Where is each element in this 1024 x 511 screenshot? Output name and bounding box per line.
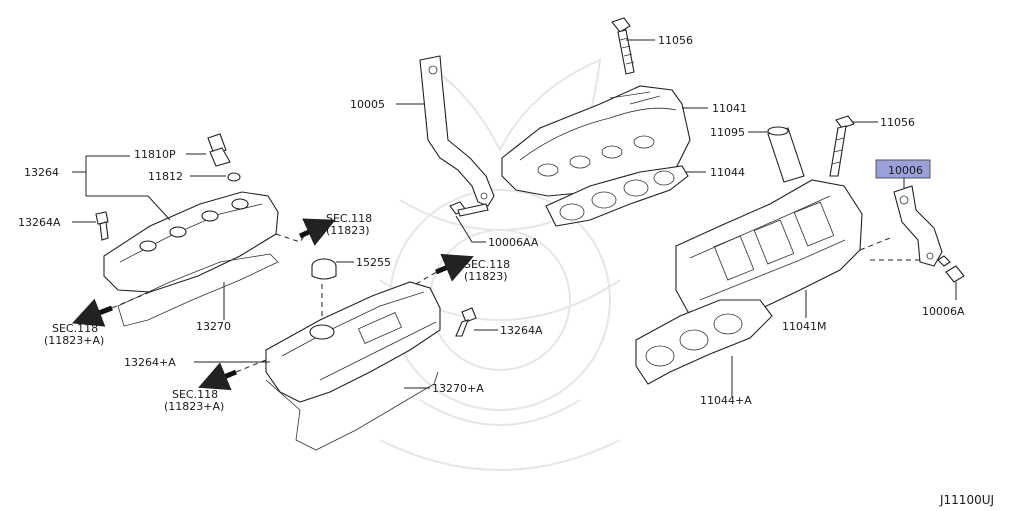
- label-10006a: 10006A: [922, 305, 965, 318]
- cylinder-head-11041m[interactable]: [675, 179, 863, 323]
- pcv-valve-11810p[interactable]: [207, 133, 231, 167]
- valve-cover-13264plusa[interactable]: [265, 281, 441, 403]
- sec-ref-mid-line2: (11823): [464, 270, 508, 283]
- bolt-11056-right[interactable]: [829, 115, 855, 177]
- sec-ref-bottom-line1: SEC.118: [172, 388, 218, 401]
- sec-ref-top-line1: SEC.118: [326, 212, 372, 225]
- label-11044plusa: 11044+A: [700, 394, 752, 407]
- cylinder-head-11041[interactable]: [501, 85, 691, 197]
- sec-ref-mid-line1: SEC.118: [464, 258, 510, 271]
- label-13264a-left: 13264A: [18, 216, 61, 229]
- sec-ref-left-line2: (11823+A): [44, 334, 104, 347]
- label-10006: 10006: [888, 164, 923, 177]
- bolt-13264a-left[interactable]: [95, 211, 109, 241]
- bracket-10006[interactable]: [893, 185, 943, 267]
- label-11810p: 11810P: [134, 148, 176, 161]
- label-11056-top: 11056: [658, 34, 693, 47]
- oil-filler-cap-15255[interactable]: [311, 258, 337, 280]
- label-11041m: 11041M: [782, 320, 826, 333]
- label-13270plusa: 13270+A: [432, 382, 484, 395]
- bolt-11056-top[interactable]: [611, 17, 635, 75]
- label-11812: 11812: [148, 170, 183, 183]
- label-10005: 10005: [350, 98, 385, 111]
- label-13264a-mid: 13264A: [500, 324, 543, 337]
- sec-ref-bottom-line2: (11823+A): [164, 400, 224, 413]
- bolt-13264a-mid[interactable]: [455, 307, 477, 337]
- o-ring-11812[interactable]: [227, 172, 241, 182]
- label-11041: 11041: [712, 102, 747, 115]
- label-11044: 11044: [710, 166, 745, 179]
- label-11095: 11095: [710, 126, 745, 139]
- label-13264: 13264: [24, 166, 59, 179]
- valve-cover-13264[interactable]: [103, 191, 279, 293]
- highlight-box-10006: [875, 159, 931, 179]
- head-gasket-11044a[interactable]: [635, 299, 773, 385]
- bracket-10005[interactable]: [419, 55, 495, 207]
- label-13270: 13270: [196, 320, 231, 333]
- sec-ref-left-line1: SEC.118: [52, 322, 98, 335]
- label-10006aa: 10006AA: [488, 236, 539, 249]
- valve-cover-gasket-13270[interactable]: [117, 253, 279, 327]
- label-13264plusa: 13264+A: [124, 356, 176, 369]
- diagram-code: J11100UJ: [939, 493, 994, 507]
- label-11056-right: 11056: [880, 116, 915, 129]
- dowel-11095[interactable]: [767, 126, 805, 183]
- head-gasket-11044[interactable]: [545, 165, 689, 227]
- valve-cover-gasket-13270plusa[interactable]: [265, 371, 439, 451]
- bolt-10006aa[interactable]: [449, 201, 489, 217]
- bolt-10006a[interactable]: [937, 255, 965, 283]
- sec-ref-top-line2: (11823): [326, 224, 370, 237]
- label-15255: 15255: [356, 256, 391, 269]
